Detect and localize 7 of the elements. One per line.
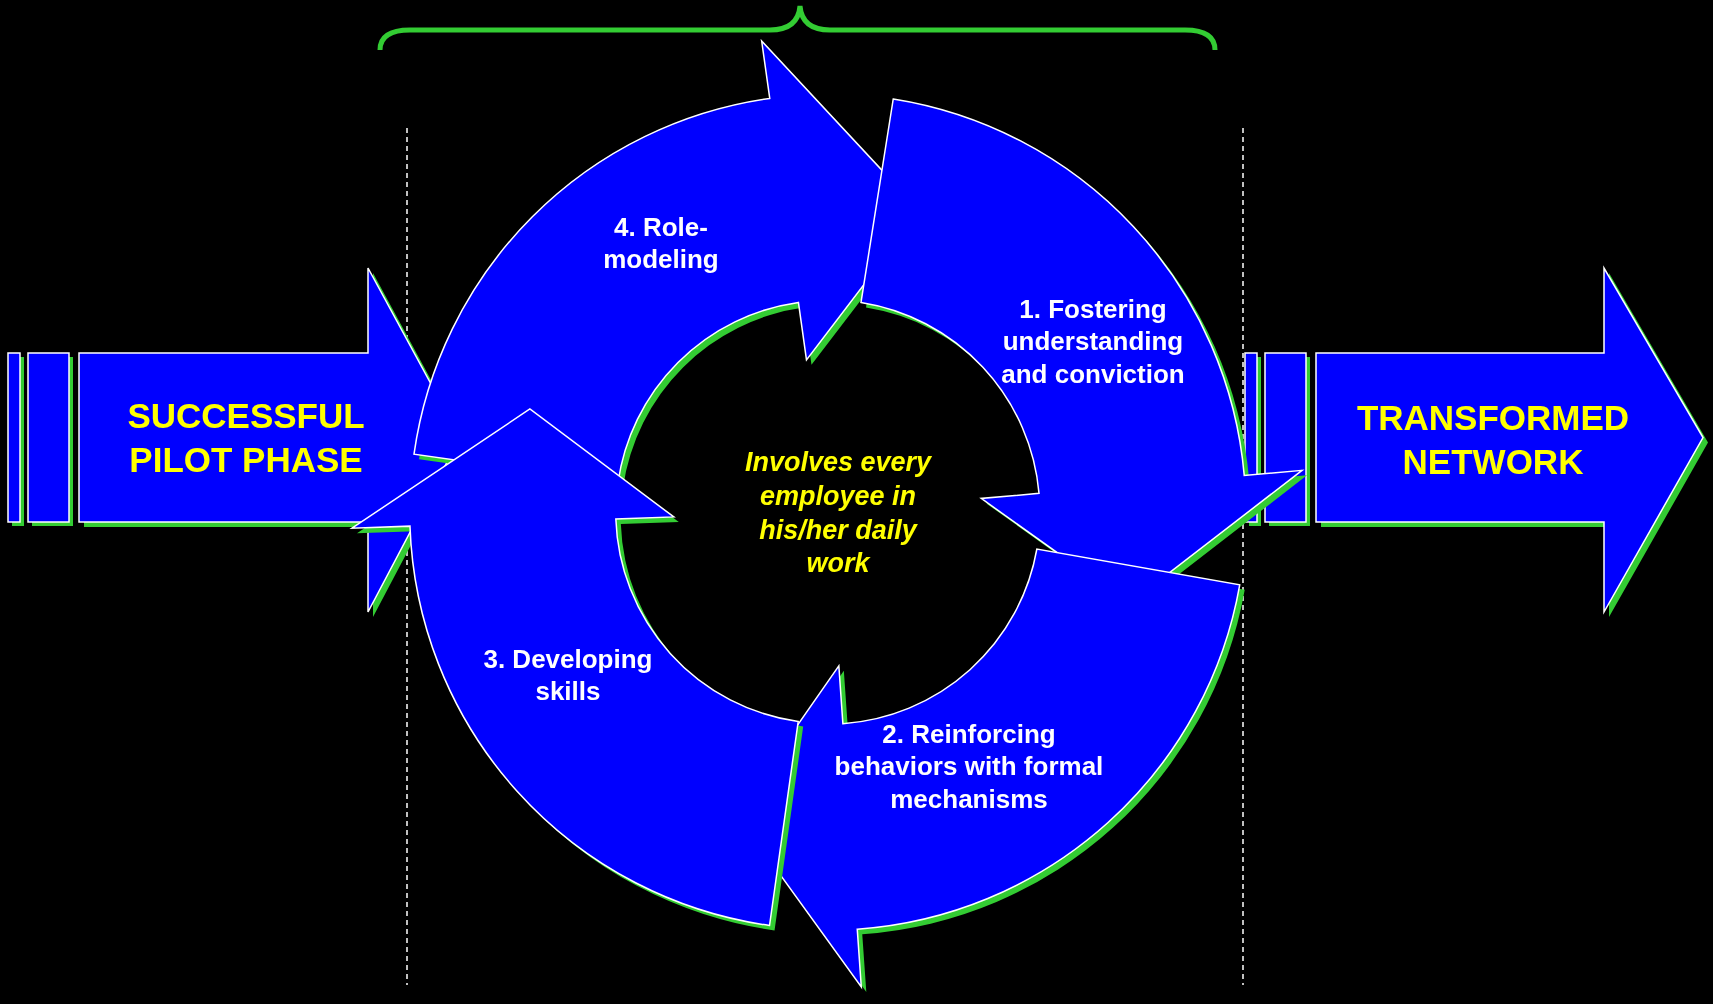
arrow-label: 1. Fostering understanding and conviction — [1000, 293, 1186, 391]
arrow-label: 2. Reinforcing behaviors with formal mechanisms — [833, 718, 1105, 816]
arrow-label: 4. Role-modeling — [602, 210, 720, 276]
center-note: Involves every employee in his/her daily work — [743, 445, 933, 580]
phase-label: TRANSFORMED NETWORK — [1355, 397, 1631, 483]
arrow-label: 3. Developing skills — [482, 642, 654, 708]
phase-label: SUCCESSFUL PILOT PHASE — [126, 395, 366, 481]
